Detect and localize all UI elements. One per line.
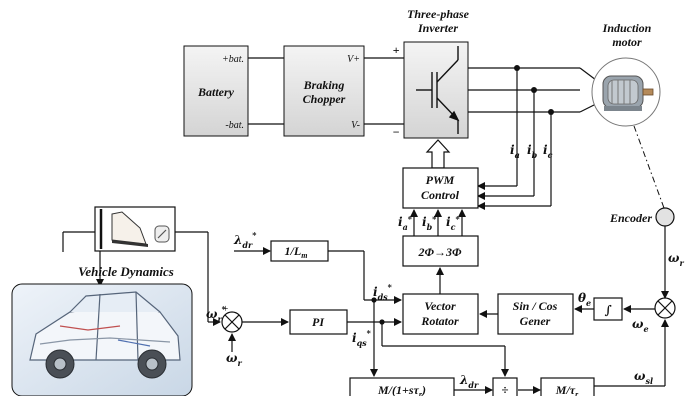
vector-rotator-block: Vector Rotator: [402, 293, 479, 335]
slip-estimation-lines: [370, 300, 541, 394]
ia-label: ia: [510, 143, 520, 160]
battery-minus-label: -bat.: [225, 120, 244, 131]
pedal: [94, 206, 176, 252]
braking-chopper-block: Braking Chopper V+ V-: [283, 45, 365, 137]
inverter-title-2: Inverter: [417, 21, 458, 35]
pwm-label-1: PWM: [426, 173, 455, 187]
integrator-block: ∫: [593, 297, 623, 321]
ic-label: ic: [543, 143, 553, 160]
igbt-icon: [416, 46, 460, 134]
pi-label: PI: [312, 315, 325, 329]
current-feedback: [477, 68, 552, 210]
phase-transform-block: 2Φ→3Φ: [402, 235, 479, 267]
chopper-label-1: Braking: [303, 78, 345, 92]
wheel-icons: [45, 349, 167, 379]
transform-label: 2Φ→3Φ: [418, 245, 462, 259]
slip-path: [594, 319, 669, 387]
gate-signal-arrow: [425, 139, 451, 169]
vehicle-image: [11, 283, 193, 396]
pedal-sensor-icon: [154, 225, 170, 243]
integrator-label: ∫: [605, 303, 612, 317]
omega-e-label: ωe: [632, 317, 649, 334]
branch-dots: [371, 297, 385, 325]
vehicle-dynamics-label: Vehicle Dynamics: [78, 264, 174, 279]
car-icon: [29, 291, 181, 361]
theta-e-label: θe: [578, 291, 591, 308]
omega-r-feedback-label: ωr: [226, 351, 242, 368]
battery-block: Battery +bat. -bat.: [183, 45, 249, 137]
battery-plus-label: +bat.: [222, 54, 244, 65]
bus-plus-sign: +: [393, 43, 400, 57]
omega-sl-label: ωsl: [634, 369, 653, 386]
phase-lines: [468, 67, 597, 113]
sincos-block: Sin / Cos Gener: [497, 293, 574, 335]
pwm-label-2: Control: [421, 188, 460, 202]
lambda-dr-label: λdr: [459, 373, 479, 390]
dc-bus: [248, 57, 404, 125]
ib-ref-label: ib*: [422, 214, 437, 232]
motor-title-1: Induction: [602, 21, 652, 35]
bus-minus-sign: −: [392, 125, 399, 139]
sincos-label-1: Sin / Cos: [513, 299, 558, 313]
encoder-label: Encoder: [609, 211, 652, 225]
m-tau-block: M/τr: [540, 377, 595, 396]
induction-motor: Induction motor: [591, 21, 661, 127]
summing-junction-left: [221, 311, 243, 333]
ib-label: ib: [527, 143, 538, 160]
m-tau-label: M/τr: [555, 383, 579, 396]
chopper-vminus-label: V-: [351, 120, 360, 131]
ic-ref-label: ic*: [446, 214, 460, 232]
inv-lm-block: 1/Lm: [270, 240, 329, 262]
pwm-control-block: PWM Control: [402, 167, 479, 209]
reference-currents: [410, 209, 466, 236]
battery-label: Battery: [197, 85, 235, 99]
divider-block: ÷: [492, 377, 518, 396]
omega-r-encoder-label: ωr: [668, 251, 684, 268]
m-filter-label: M/(1+sτr): [377, 383, 426, 396]
summing-junction-right: [654, 297, 676, 319]
flux-path: [234, 247, 402, 304]
shaft-link: [633, 125, 665, 209]
iqs-ref-label: iqs*: [352, 328, 372, 348]
inv-lm-label: 1/Lm: [285, 244, 308, 260]
rotator-label-1: Vector: [424, 299, 456, 313]
motor-icon: [602, 75, 654, 111]
pi-block: PI: [289, 309, 348, 335]
encoder: Encoder ωr: [609, 207, 684, 299]
rotator-label-2: Rotator: [420, 314, 459, 328]
sum-plus-label: +: [222, 304, 229, 315]
inverter-block: Three-phase Inverter: [403, 7, 470, 139]
lambda-dr-ref-label: λdr*: [233, 230, 257, 250]
ids-ref-label: ids*: [373, 282, 393, 302]
m-filter-block: M/(1+sτr): [349, 377, 455, 396]
chopper-vplus-label: V+: [347, 54, 360, 65]
divider-label: ÷: [501, 382, 508, 396]
pedal-foot-icon: [111, 211, 148, 247]
ia-ref-label: ia*: [398, 214, 413, 232]
inverter-title-1: Three-phase: [407, 7, 470, 21]
motor-title-2: motor: [612, 35, 642, 49]
pedal-lines: [62, 231, 221, 326]
chopper-label-2: Chopper: [303, 92, 346, 106]
sincos-label-2: Gener: [520, 314, 551, 328]
